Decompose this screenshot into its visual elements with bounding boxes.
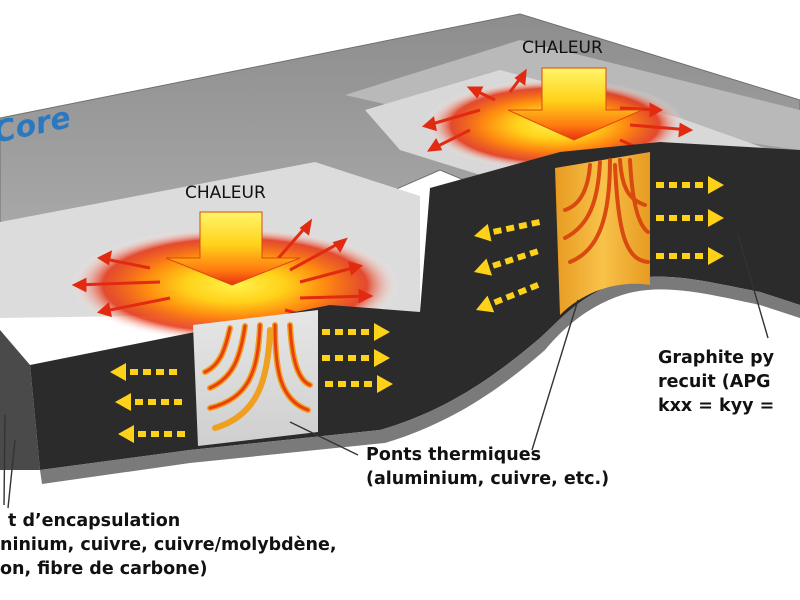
heat-label-left: CHALEUR: [185, 183, 266, 203]
left-side-wall: [0, 330, 40, 470]
bottom-edge: [40, 276, 800, 484]
graphite-callout: Graphite py recuit (APG kxx = kyy =: [658, 346, 774, 418]
lateral-heat-arrows-left: [110, 323, 393, 443]
lateral-heat-arrows-right: [474, 176, 724, 313]
heat-flow-arrow-icon: [203, 323, 312, 412]
encapsulation-callout-line: t d’encapsulation: [8, 511, 181, 531]
encapsulation-callout: t d’encapsulation ninium, cuivre, cuivre…: [0, 509, 337, 581]
callout-leader-lines: [3, 234, 769, 509]
bridges-callout-line: (aluminium, cuivre, etc.): [366, 469, 610, 489]
bridges-callout: Ponts thermiques (aluminium, cuivre, etc…: [366, 443, 609, 491]
encapsulation-callout-line: ninium, cuivre, cuivre/molybdène,: [0, 535, 337, 555]
heat-arrow-icon: [165, 211, 301, 286]
heat-label-right: CHALEUR: [522, 38, 603, 58]
heat-arrow-icon: [507, 67, 643, 141]
graphite-callout-line: Graphite py: [658, 348, 775, 368]
graphite-callout-line: kxx = kyy =: [658, 396, 775, 416]
heat-flow-arrow-icon: [563, 158, 650, 264]
bridges-callout-line: Ponts thermiques: [366, 445, 542, 465]
right-radiating-arrows: [421, 68, 694, 160]
encapsulation-callout-line: on, fibre de carbone): [0, 559, 208, 579]
graphite-callout-line: recuit (APG: [658, 372, 771, 392]
